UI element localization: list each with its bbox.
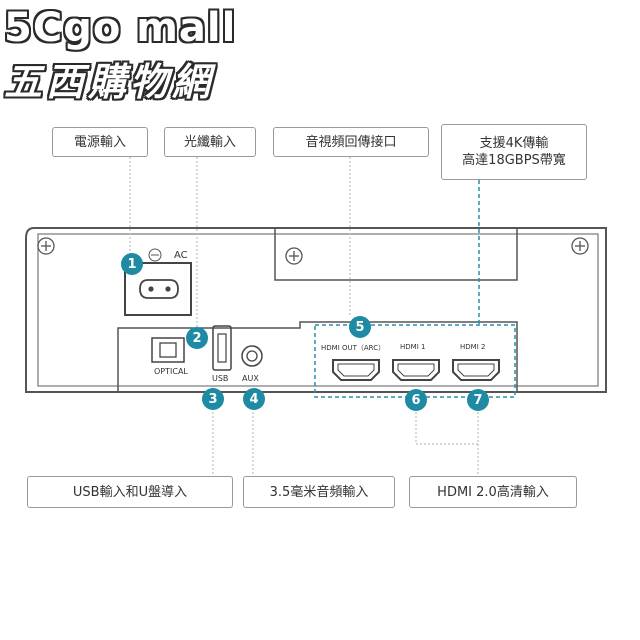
ac-inlet-socket — [139, 279, 179, 299]
callout-support-line1: 支援4K傳輸 — [479, 136, 549, 151]
badge-4: 4 — [243, 388, 265, 410]
hdmi-out-label: HDMI OUT（ARC） — [321, 344, 386, 352]
callout-support: 支援4K傳輸 高達18GBPS帶寬 — [441, 124, 587, 180]
watermark-title: 5Cgo mall — [4, 5, 237, 51]
badge-3: 3 — [202, 388, 224, 410]
callout-arc: 音視頻回傳接口 — [273, 127, 429, 157]
screw-right — [571, 237, 589, 255]
badge-2: 2 — [186, 327, 208, 349]
lower-recess — [117, 321, 518, 392]
screw-center — [285, 247, 303, 265]
watermark-subtitle: 五西購物網 — [4, 60, 215, 104]
badge-5: 5 — [349, 316, 371, 338]
aux-port — [241, 345, 263, 367]
optical-label: OPTICAL — [154, 367, 188, 376]
ac-label: AC — [174, 250, 188, 261]
aux-label: AUX — [242, 374, 259, 383]
callout-usb: USB輸入和U盤導入 — [27, 476, 233, 508]
callout-optical: 光纖輸入 — [164, 127, 256, 157]
ac-inlet-frame — [124, 262, 192, 316]
badge-7: 7 — [467, 389, 489, 411]
badge-6: 6 — [405, 389, 427, 411]
hdmi1-port — [392, 359, 440, 381]
callout-support-line2: 高達18GBPS帶寬 — [462, 153, 566, 168]
callout-aux: 3.5毫米音頻輸入 — [243, 476, 395, 508]
hdmi-out-port — [332, 359, 380, 381]
optical-port — [151, 337, 185, 363]
top-recess — [274, 228, 518, 281]
callout-power: 電源輸入 — [52, 127, 148, 157]
usb-port — [212, 325, 232, 371]
device-inner-panel — [37, 233, 599, 387]
device-outline — [25, 227, 607, 393]
badge-1: 1 — [121, 253, 143, 275]
callout-hdmi-in: HDMI 2.0高清輸入 — [409, 476, 577, 508]
hdmi1-label: HDMI 1 — [400, 343, 426, 351]
hdmi2-label: HDMI 2 — [460, 343, 486, 351]
hdmi2-port — [452, 359, 500, 381]
screw-left — [37, 237, 55, 255]
usb-label: USB — [212, 374, 229, 383]
leader-lines — [129, 157, 479, 476]
ground-symbol — [148, 248, 162, 262]
